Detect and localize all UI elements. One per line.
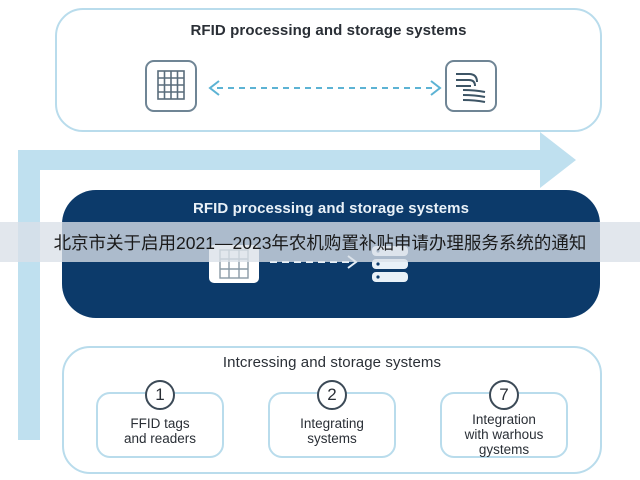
bottom-panel-title: Intcressing and storage systems (222, 354, 442, 371)
dashed-double-arrow (208, 80, 442, 96)
step-card-3: 7 Integration with warhous gystems (440, 380, 568, 458)
caption-text: 北京市关于启用2021—2023年农机购置补贴申请办理服务系统的通知 (53, 233, 587, 253)
caption-banner (0, 222, 640, 262)
step-number-1: 1 (145, 380, 175, 410)
step-label-2: Integrating systems (300, 416, 364, 446)
step-card-2: 2 Integrating systems (268, 380, 396, 458)
top-panel-title: RFID processing and storage systems (190, 22, 467, 39)
step-label-1: FFID tags and readers (123, 416, 197, 446)
middle-panel-title: RFID processing and storage systems (192, 200, 470, 217)
step-card-1: 1 FFID tags and readers (96, 380, 224, 458)
bottom-panel: Intcressing and storage systems 1 FFID t… (62, 346, 602, 474)
flow-arrow-shape (18, 132, 576, 440)
step-label-3: Integration with warhous gystems (464, 412, 544, 457)
top-panel: RFID processing and storage systems (55, 8, 602, 132)
step-number-3: 7 (489, 380, 519, 410)
step-number-2: 2 (317, 380, 347, 410)
grid-icon (145, 60, 197, 112)
server-stack-icon (445, 60, 497, 112)
